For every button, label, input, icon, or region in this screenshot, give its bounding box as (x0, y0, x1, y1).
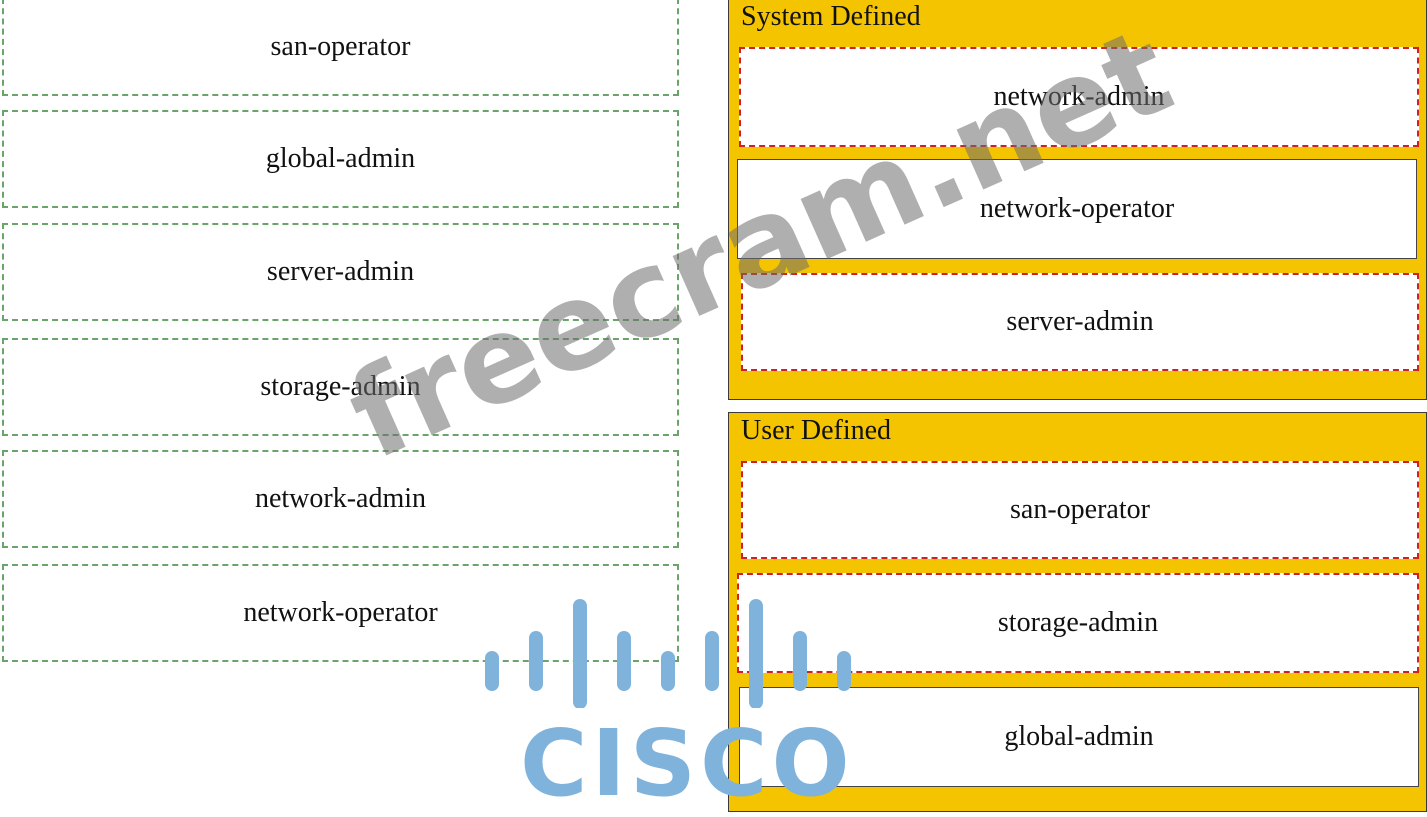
system-slot-2[interactable]: network-operator (737, 159, 1417, 259)
cisco-bars-icon (485, 599, 851, 709)
system-slot-1[interactable]: network-admin (739, 47, 1419, 147)
source-item-server-admin[interactable]: server-admin (2, 223, 679, 321)
source-item-label: server-admin (266, 256, 415, 287)
source-item-label: san-operator (270, 31, 411, 62)
slot-label: server-admin (1006, 306, 1154, 337)
source-item-network-admin[interactable]: network-admin (2, 450, 679, 548)
source-item-network-operator[interactable]: network-operator (2, 564, 679, 662)
user-defined-title: User Defined (741, 415, 892, 446)
user-slot-1[interactable]: san-operator (741, 461, 1419, 559)
cisco-logo: CISCO (480, 598, 880, 817)
source-item-label: network-admin (254, 483, 427, 514)
cisco-logo-text: CISCO (520, 710, 854, 817)
system-defined-panel: System Defined network-admin network-ope… (728, 0, 1427, 400)
source-item-label: network-operator (243, 597, 438, 628)
user-slot-3[interactable]: global-admin (739, 687, 1419, 787)
slot-label: network-operator (979, 193, 1175, 224)
source-item-label: global-admin (265, 143, 416, 174)
source-item-san-operator[interactable]: san-operator (2, 0, 679, 96)
slot-label: storage-admin (997, 607, 1159, 638)
source-item-storage-admin[interactable]: storage-admin (2, 338, 679, 436)
slot-label: global-admin (1004, 721, 1154, 752)
source-item-global-admin[interactable]: global-admin (2, 110, 679, 208)
system-slot-3[interactable]: server-admin (741, 273, 1419, 371)
system-defined-title: System Defined (741, 1, 921, 32)
slot-label: san-operator (1010, 494, 1150, 525)
source-item-label: storage-admin (260, 371, 421, 402)
slot-label: network-admin (993, 81, 1165, 112)
